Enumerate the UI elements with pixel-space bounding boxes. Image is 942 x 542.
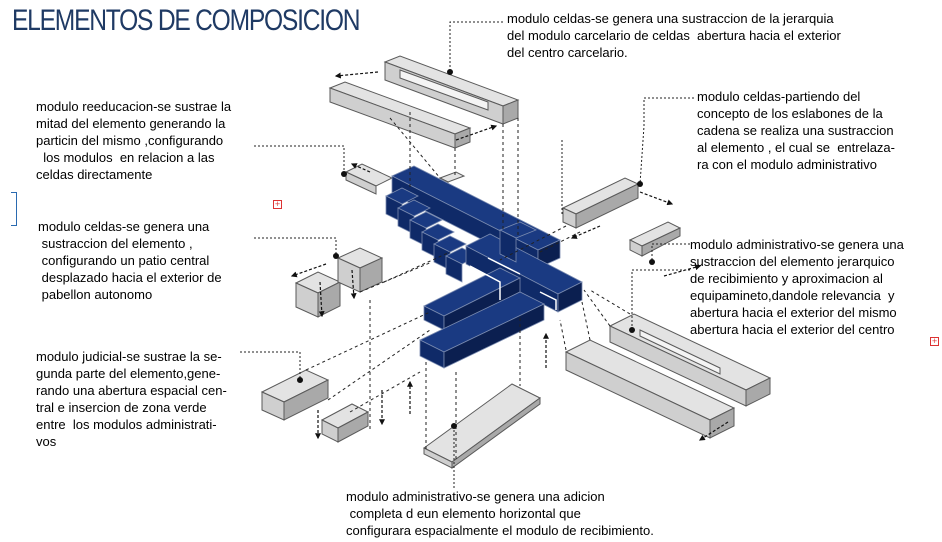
plus-box-icon[interactable]: + <box>930 337 939 346</box>
annotation-administrativo-right: modulo administrativo-se genera una sust… <box>690 237 904 337</box>
module-administrativo-bottom <box>423 383 541 469</box>
annotation-celdas-right: modulo celdas-partiendo del concepto de … <box>697 89 895 172</box>
leader-lines <box>240 21 694 488</box>
selection-bracket <box>11 192 17 226</box>
annotation-administrativo-bottom: modulo administrativo-se genera una adic… <box>346 489 654 538</box>
annotation-judicial: modulo judicial-se sustrae la se- gunda … <box>36 349 227 449</box>
leader-dots <box>297 69 655 429</box>
plus-box-icon[interactable]: + <box>273 200 282 209</box>
module-judicial <box>260 369 370 443</box>
module-celdas-top <box>328 55 520 149</box>
module-administrativo-right <box>564 313 772 439</box>
annotation-celdas-left: modulo celdas-se genera una sustraccion … <box>38 219 222 302</box>
module-celdas-left <box>294 247 384 318</box>
annotation-celdas-top: modulo celdas-se genera una sustraccion … <box>507 11 841 60</box>
arrows <box>290 71 729 441</box>
central-admin-core <box>385 165 583 369</box>
dashed-guide-lines <box>305 112 631 460</box>
annotation-reeducacion: modulo reeducacion-se sustrae la mitad d… <box>36 99 232 182</box>
page-title: ELEMENTOS DE COMPOSICION <box>12 4 361 37</box>
module-celdas-right <box>561 177 682 257</box>
